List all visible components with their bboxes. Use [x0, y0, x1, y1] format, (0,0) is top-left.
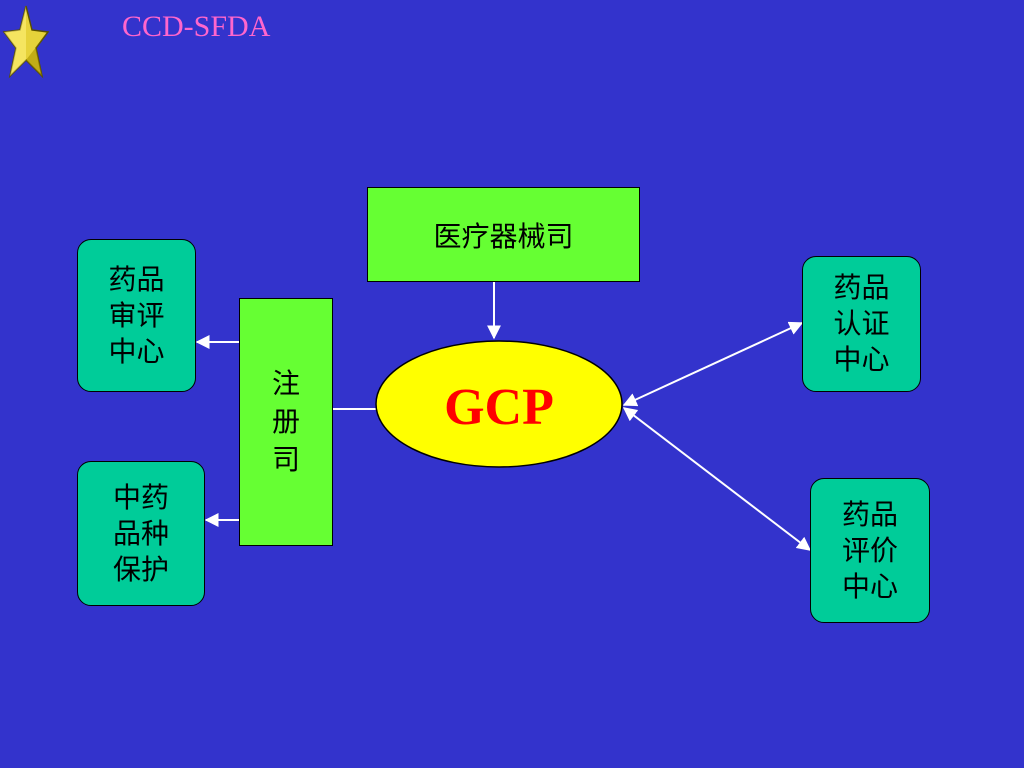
arrow-center-right-bottom	[622, 407, 812, 551]
tcm-protection-box: 中药 品种 保护	[77, 461, 205, 606]
registration-dept-box: 注 册 司	[239, 298, 333, 546]
center-label: GCP	[444, 379, 554, 436]
drug-evaluation-center-box: 药品 评价 中心	[810, 478, 930, 623]
page-title: CCD-SFDA	[122, 10, 271, 43]
medical-devices-dept-box: 医疗器械司	[367, 187, 640, 282]
arrow-center-right-top	[622, 321, 804, 407]
center-ellipse	[375, 340, 623, 468]
drug-certification-center-box: 药品 认证 中心	[802, 256, 921, 392]
drug-review-center-box: 药品 审评 中心	[77, 239, 196, 392]
gold-star-icon	[2, 5, 50, 79]
